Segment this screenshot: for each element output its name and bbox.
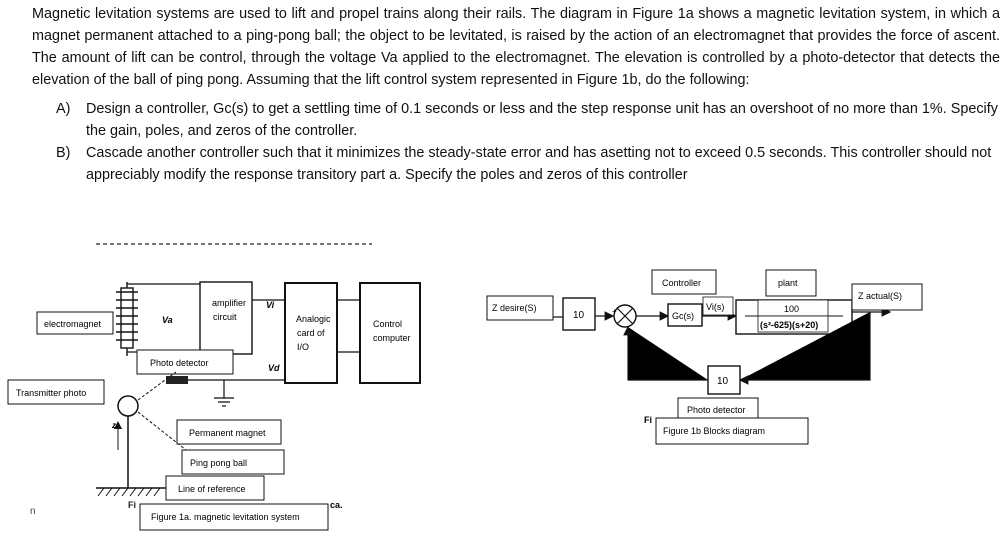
question-b-text: Cascade another controller such that it … [86, 145, 992, 183]
question-b: B) Cascade another controller such that … [56, 142, 1002, 186]
permanent-magnet-label-box [176, 419, 282, 445]
z-desire-label: Z desire(S) [492, 303, 537, 313]
z-actual-label-box [851, 283, 923, 311]
gc-label: Gc(s) [672, 311, 694, 321]
figure-1a: electromagnet Va amplifier circuit Vi An… [7, 243, 421, 531]
ground-symbol [214, 380, 234, 407]
vi-label-1a: Vi [266, 300, 275, 310]
electromagnet-label-box [36, 311, 114, 335]
faded-caption-start: Fi [128, 500, 136, 510]
analogic-card-block [284, 282, 338, 384]
card-of-label: card of [297, 328, 325, 338]
amplifier-label: amplifier [212, 298, 246, 308]
input-gain-block [562, 297, 596, 331]
vi-label-box [702, 296, 734, 316]
z-actual-label: Z actual(S) [858, 291, 902, 301]
figure-1b: Z desire(S) 10 + - Controller Gc(s) Vi(s… [486, 269, 923, 445]
plant-denominator-box [757, 315, 829, 333]
question-a: A) Design a controller, Gc(s) to get a s… [56, 98, 1002, 142]
z-label: z [111, 421, 116, 430]
summing-junction [613, 304, 637, 328]
io-label: I/O [297, 342, 309, 352]
question-a-label: A) [56, 101, 71, 117]
control-label: Control [373, 319, 402, 329]
electromagnet-label: electromagnet [44, 319, 102, 329]
transmitter-photo-label-box [7, 379, 105, 405]
controller-label-box [651, 269, 717, 295]
problem-intro: Magnetic levitation systems are used to … [32, 6, 1000, 88]
plant-label-box [765, 269, 817, 297]
circuit-label: circuit [213, 312, 237, 322]
ping-pong-ball-label: Ping pong ball [190, 458, 247, 468]
control-computer-block [359, 282, 421, 384]
plus-sign: + [612, 307, 617, 316]
electromagnet-coil [116, 282, 138, 356]
faded-caption-1b: Fi [644, 415, 652, 425]
plant-label: plant [778, 278, 798, 288]
z-desire-label-box [486, 295, 554, 321]
photo-detector-sensor [166, 376, 188, 384]
figure-1a-caption-box [139, 503, 329, 531]
photo-detector-1b-label: Photo detector [687, 405, 746, 415]
transmitter-photo-icon [117, 395, 139, 417]
photo-detector-label-box [136, 349, 234, 375]
plant-denominator: (s²-625)(s+20) [760, 320, 818, 330]
plant-numerator: 100 [784, 304, 799, 314]
gc-block [667, 303, 703, 327]
figure-1b-caption-box [655, 417, 809, 445]
feedback-gain-label: 10 [717, 376, 729, 387]
vi-label-1b: Vi(s) [706, 302, 724, 312]
line-of-reference-label-box [165, 475, 265, 501]
vd-label-1b: Vd(s) [634, 344, 656, 354]
input-gain-label: 10 [573, 310, 585, 321]
ping-pong-ball-label-box [181, 449, 285, 475]
controller-label: Controller [662, 278, 701, 288]
question-a-text: Design a controller, Gc(s) to get a sett… [86, 101, 998, 139]
vd-label-1a: Vd [268, 363, 280, 373]
line-of-reference-label: Line of reference [178, 484, 246, 494]
faded-caption-end: ca. [330, 500, 343, 510]
question-list: A) Design a controller, Gc(s) to get a s… [56, 98, 1002, 186]
stray-glyph: n [30, 506, 36, 517]
permanent-magnet-label: Permanent magnet [189, 428, 266, 438]
analogic-label: Analogic [296, 314, 331, 324]
figure-1b-caption: Figure 1b Blocks diagram [663, 426, 765, 436]
transmitter-photo-label: Transmitter photo [16, 388, 86, 398]
question-b-label: B) [56, 145, 71, 161]
photo-detector-label: Photo detector [150, 358, 209, 368]
reference-ground-hatch [97, 487, 161, 497]
figure-1a-caption: Figure 1a. magnetic levitation system [151, 512, 300, 522]
computer-label: computer [373, 333, 411, 343]
feedback-gain-block [707, 365, 741, 395]
va-label: Va [162, 315, 173, 325]
